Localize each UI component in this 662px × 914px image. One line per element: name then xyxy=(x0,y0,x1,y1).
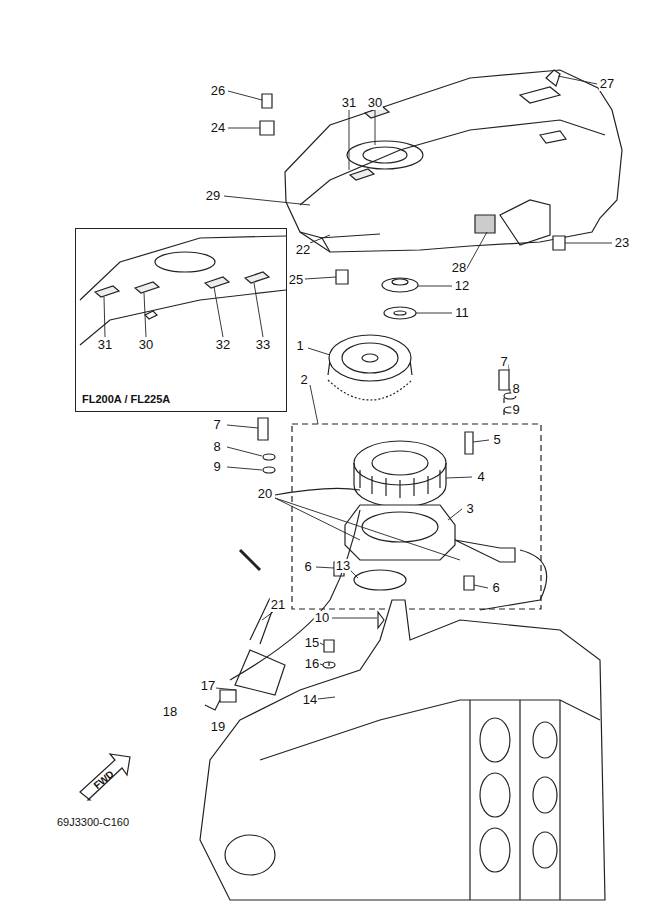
callout-number: 1 xyxy=(295,339,304,353)
callout-number: 16 xyxy=(304,657,320,671)
callout-number: 31 xyxy=(341,96,357,110)
callout-number: 22 xyxy=(295,243,311,257)
callout-number: 3 xyxy=(465,502,474,516)
callout-number: 9 xyxy=(212,460,221,474)
callout-number: 7 xyxy=(499,355,508,369)
callout-number: 17 xyxy=(200,679,216,693)
inset-box: FL200A / FL225A xyxy=(75,228,287,412)
callout-number: 10 xyxy=(314,611,330,625)
callout-number: 26 xyxy=(210,84,226,98)
callout-number: 6 xyxy=(303,560,312,574)
callout-number: 12 xyxy=(454,279,470,293)
callout-number: 8 xyxy=(212,440,221,454)
callout-number: 8 xyxy=(511,382,520,396)
callout-number: 11 xyxy=(454,306,470,320)
callout-number: 18 xyxy=(162,705,178,719)
callout-number: 30 xyxy=(138,338,154,352)
callout-number: 21 xyxy=(270,598,286,612)
callout-number: 28 xyxy=(451,261,467,275)
callout-number: 13 xyxy=(335,559,351,573)
callout-number: 4 xyxy=(476,470,485,484)
callout-number: 33 xyxy=(255,338,271,352)
callout-number: 6 xyxy=(491,581,500,595)
callout-number: 5 xyxy=(492,433,501,447)
callout-number: 29 xyxy=(205,189,221,203)
diagram-code: 69J3300-C160 xyxy=(56,815,130,829)
callout-number: 25 xyxy=(288,273,304,287)
callout-number: 19 xyxy=(210,720,226,734)
callout-number: 24 xyxy=(210,121,226,135)
callout-number: 14 xyxy=(302,693,318,707)
callout-number: 20 xyxy=(257,487,273,501)
callout-number: 2 xyxy=(299,373,308,387)
callout-number: 30 xyxy=(367,96,383,110)
callout-number: 27 xyxy=(599,77,615,91)
callout-number: 32 xyxy=(215,338,231,352)
callout-number: 23 xyxy=(614,236,630,250)
callout-number: 7 xyxy=(212,418,221,432)
model-caption: FL200A / FL225A xyxy=(82,393,170,405)
callout-number: 31 xyxy=(97,338,113,352)
callout-number: 9 xyxy=(511,403,520,417)
callout-number: 15 xyxy=(304,636,320,650)
